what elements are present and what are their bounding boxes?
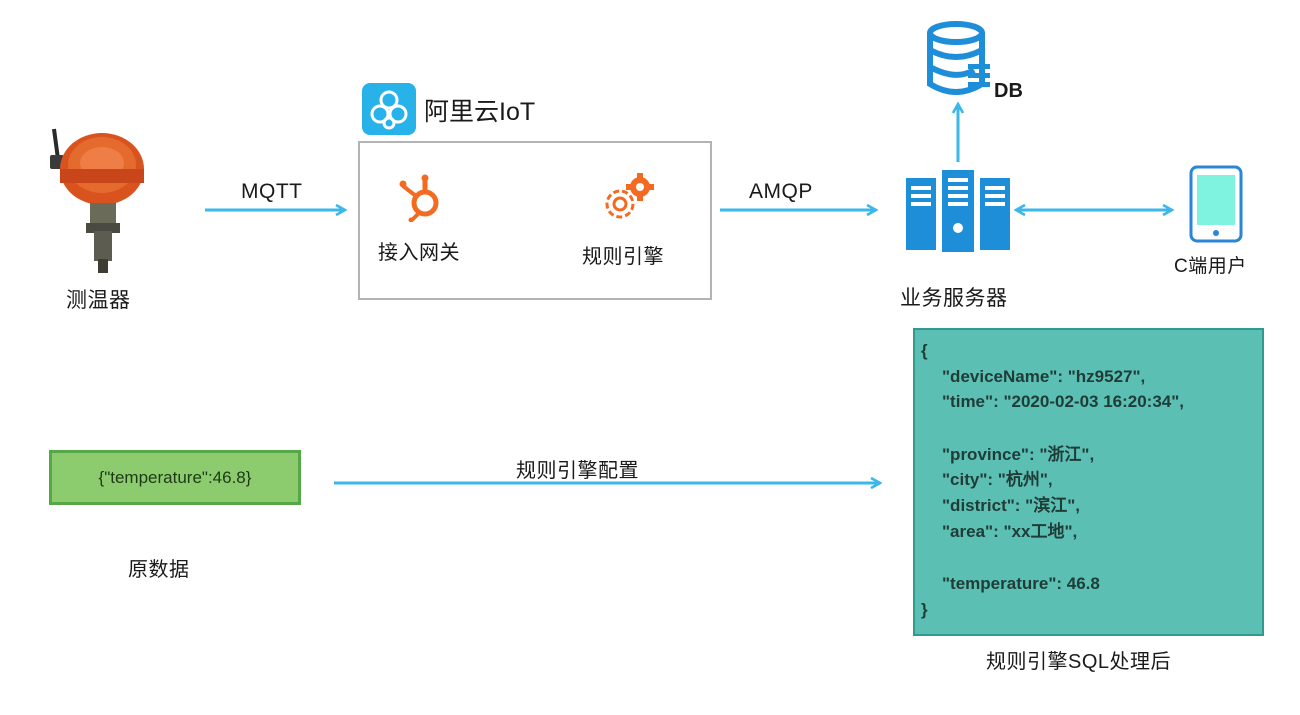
raw-data-box: {"temperature":46.8} <box>49 450 301 505</box>
json-line: "district": "滨江", <box>942 495 1081 515</box>
json-open-brace: { <box>921 341 928 360</box>
amqp-label: AMQP <box>749 180 813 203</box>
json-close-brace: } <box>921 599 928 619</box>
business-server-icon <box>904 170 1012 252</box>
gateway-icon <box>398 172 448 223</box>
business-server-label: 业务服务器 <box>900 287 1008 310</box>
json-line: "temperature": 46.8 <box>942 574 1100 594</box>
mqtt-label: MQTT <box>241 180 303 203</box>
aliyun-iot-container <box>358 141 712 300</box>
processed-json-box: { "deviceName": "hz9527", "time": "2020-… <box>913 328 1264 636</box>
database-icon <box>922 20 994 100</box>
db-label: DB <box>994 80 1023 102</box>
thermometer-icon <box>50 128 144 273</box>
rule-engine-icon <box>598 172 660 224</box>
thermometer-device <box>40 125 150 275</box>
processed-data-caption: 规则引擎SQL处理后 <box>986 651 1172 673</box>
raw-data-caption: 原数据 <box>128 559 190 581</box>
rule-engine-label: 规则引擎 <box>582 246 664 268</box>
thermometer-label: 测温器 <box>66 289 131 312</box>
client-label: C端用户 <box>1174 256 1247 277</box>
gateway-label: 接入网关 <box>378 242 460 264</box>
json-line: "deviceName": "hz9527", <box>942 366 1146 386</box>
json-line: "province": "浙江", <box>942 444 1095 464</box>
mobile-phone-icon <box>1189 165 1243 243</box>
aliyun-title: 阿里云IoT <box>424 98 536 126</box>
aliyun-logo-icon <box>362 83 416 135</box>
json-line: "area": "xx工地", <box>942 521 1078 541</box>
rule-config-label: 规则引擎配置 <box>516 460 639 482</box>
json-line: "city": "杭州", <box>942 470 1053 490</box>
json-line: "time": "2020-02-03 16:20:34", <box>942 392 1185 412</box>
